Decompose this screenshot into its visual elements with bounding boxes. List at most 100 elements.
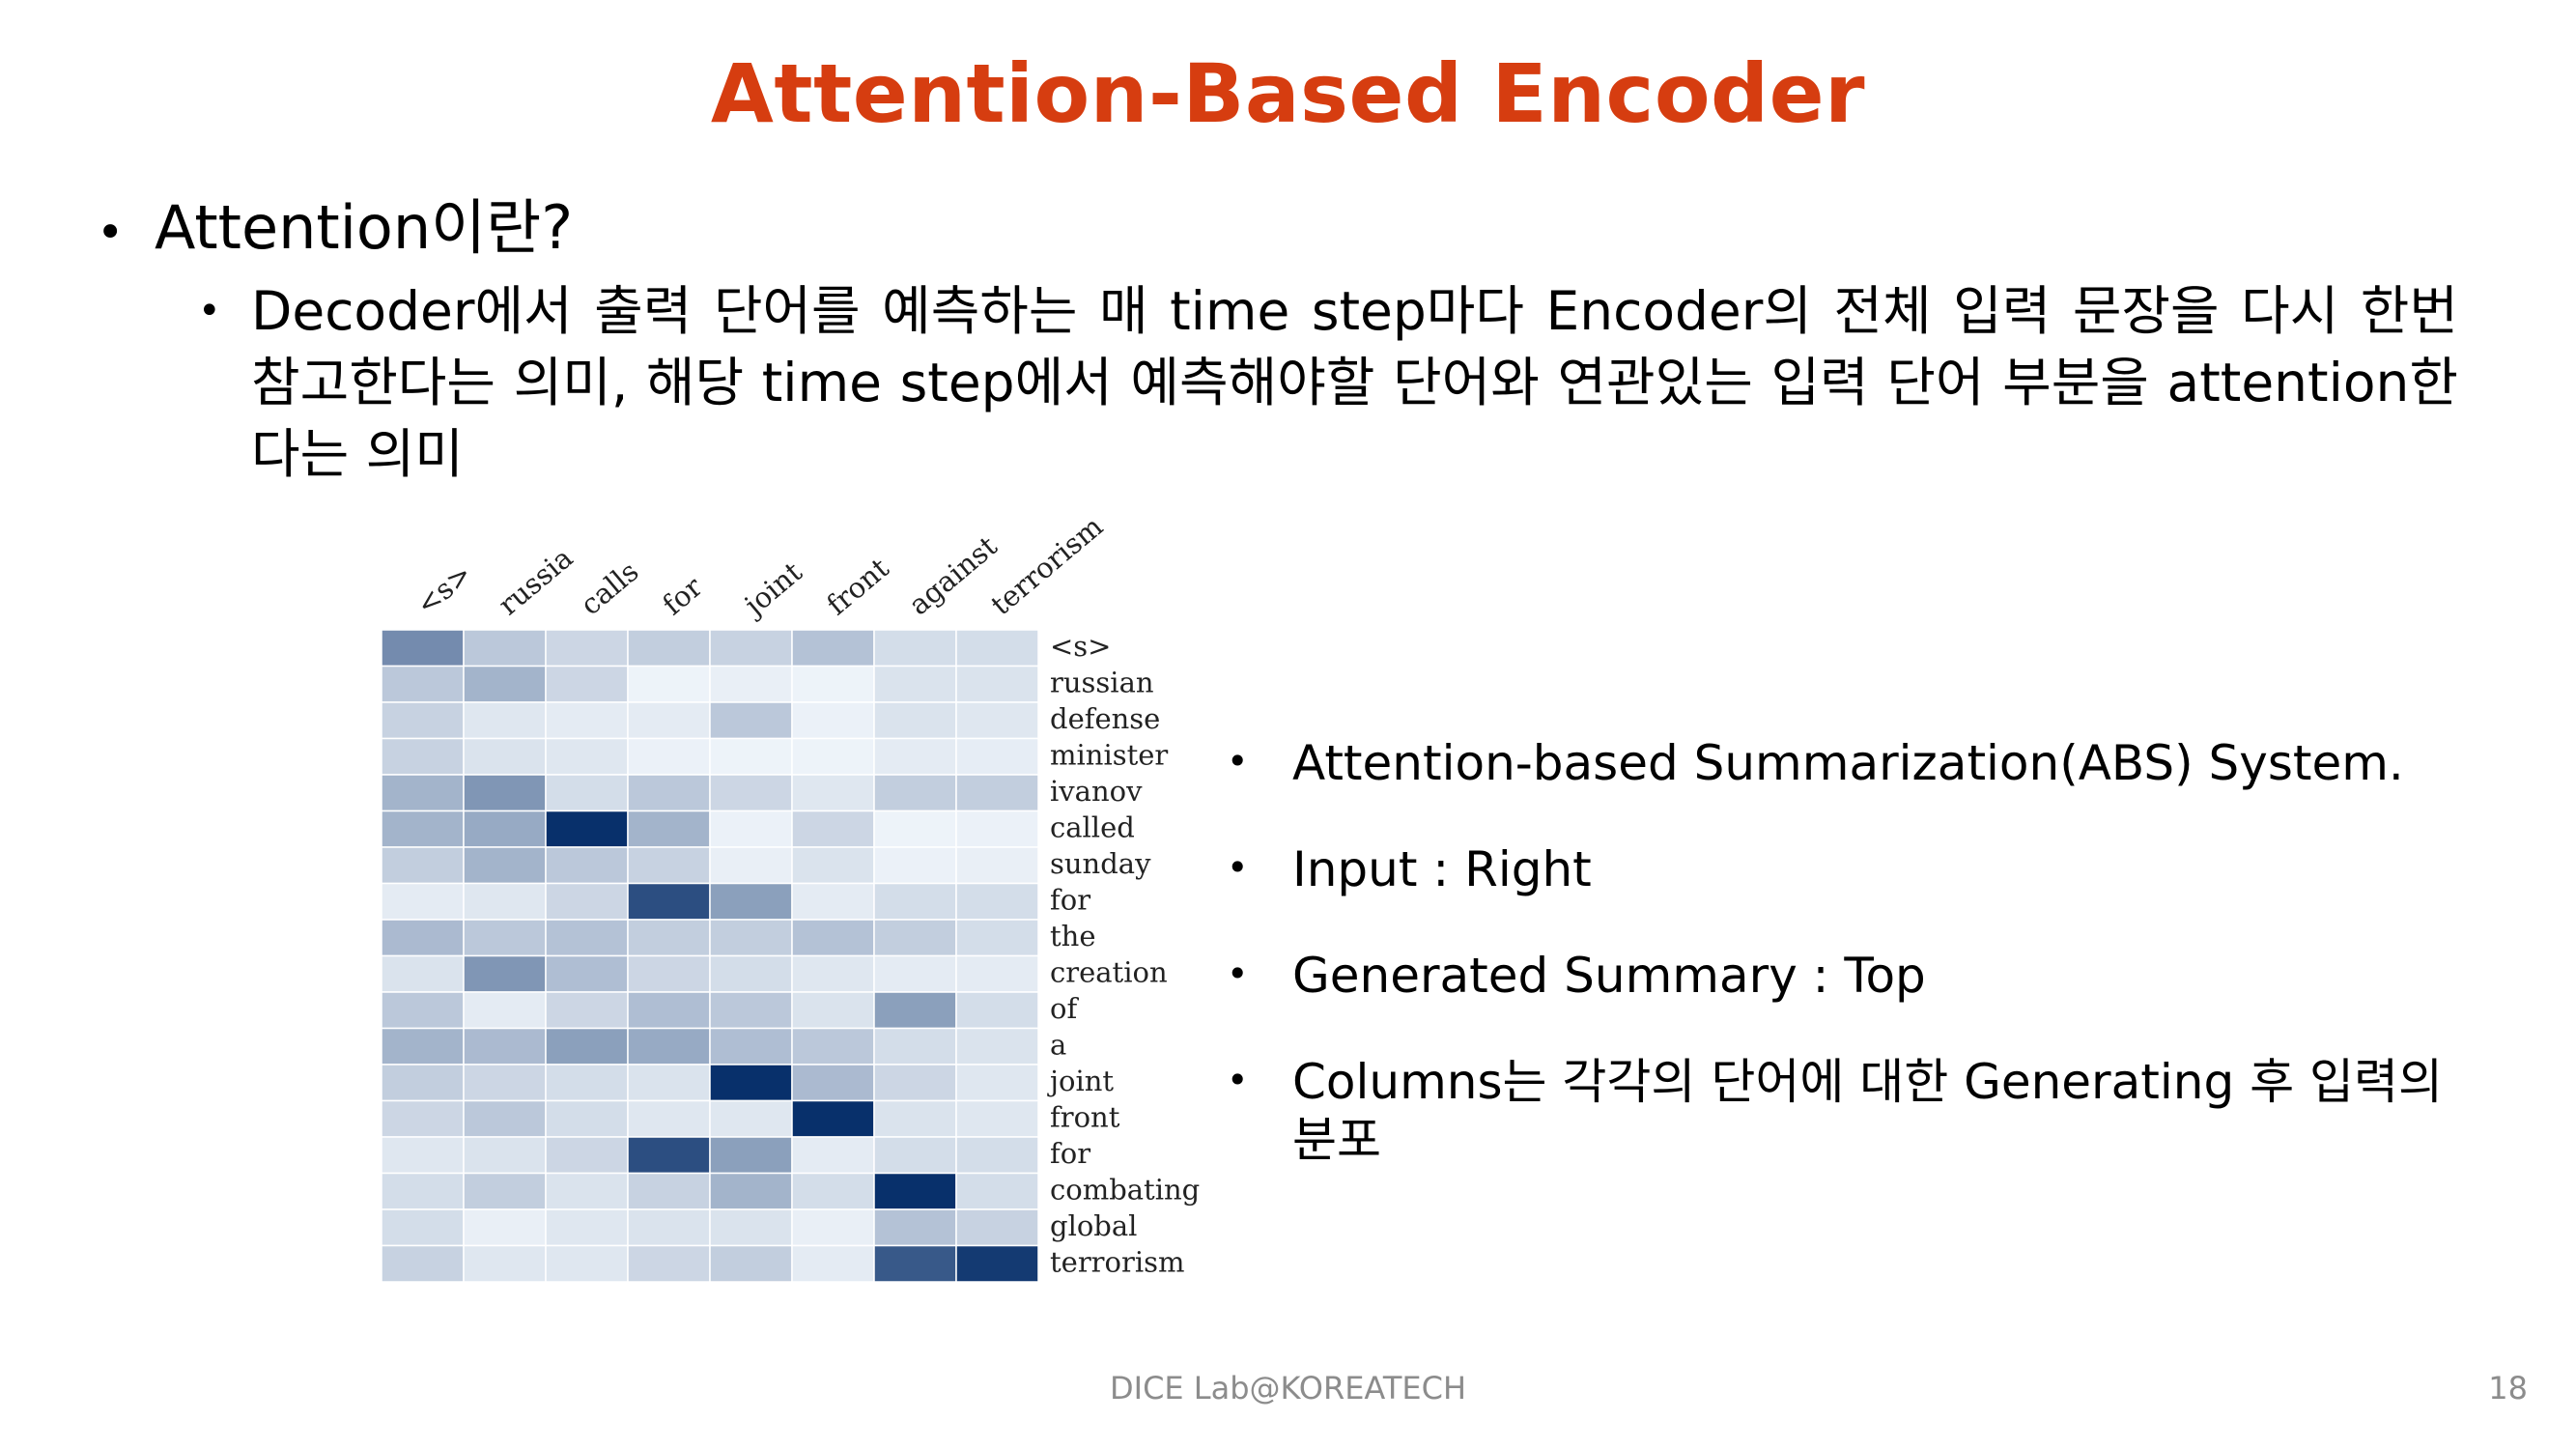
heatmap-cell xyxy=(463,919,547,957)
heatmap-cell xyxy=(955,665,1039,703)
heatmap-cell xyxy=(627,701,711,740)
heatmap-cell xyxy=(463,882,547,921)
heatmap-cell xyxy=(627,1064,711,1102)
heatmap-cell xyxy=(545,737,629,776)
heatmap-cell xyxy=(873,737,957,776)
heatmap-cell xyxy=(545,991,629,1030)
side-bullet-item: • Attention-based Summarization(ABS) Sys… xyxy=(1227,734,2482,792)
heatmap-cell xyxy=(463,1172,547,1210)
heatmap-cell xyxy=(709,1172,793,1210)
heatmap-cell xyxy=(709,774,793,812)
bullet-level2: • Decoder에서 출력 단어를 예측하는 매 time step마다 En… xyxy=(198,275,2458,490)
heatmap-cell xyxy=(955,737,1039,776)
heatmap-cell xyxy=(791,1027,875,1065)
heatmap-cell xyxy=(873,1027,957,1065)
heatmap-cell xyxy=(791,1208,875,1247)
heatmap-cell xyxy=(381,774,465,812)
heatmap-cell xyxy=(545,1064,629,1102)
heatmap-cell xyxy=(545,882,629,921)
heatmap-cell xyxy=(463,1027,547,1065)
side-bullet-item: • Columns는 각각의 단어에 대한 Generating 후 입력의 분… xyxy=(1227,1053,2482,1169)
heatmap-cell xyxy=(463,774,547,812)
heatmap-cell xyxy=(955,919,1039,957)
heatmap-cell xyxy=(627,665,711,703)
heatmap-cell xyxy=(627,991,711,1030)
heatmap-row-label: terrorism xyxy=(1050,1246,1185,1279)
side-bullet-list: • Attention-based Summarization(ABS) Sys… xyxy=(1227,734,2482,1217)
heatmap-cell xyxy=(955,1064,1039,1102)
heatmap-cell xyxy=(791,629,875,668)
heatmap-cell xyxy=(463,1244,547,1283)
heatmap-cell xyxy=(381,1136,465,1175)
heatmap-row-label: global xyxy=(1050,1209,1137,1242)
heatmap-column-label: for xyxy=(656,570,708,621)
heatmap-cell xyxy=(381,1027,465,1065)
heatmap-cell xyxy=(381,882,465,921)
heatmap-row-label: a xyxy=(1050,1029,1066,1062)
heatmap-cell xyxy=(709,629,793,668)
bullet-level1-text: Attention이란? xyxy=(155,192,574,263)
heatmap-cell xyxy=(545,1027,629,1065)
heatmap-cell xyxy=(463,1208,547,1247)
heatmap-cell xyxy=(873,1136,957,1175)
heatmap-cell xyxy=(545,1099,629,1138)
heatmap-cell xyxy=(709,1208,793,1247)
heatmap-cell xyxy=(791,882,875,921)
slide-title: Attention-Based Encoder xyxy=(710,46,1866,141)
side-bullet-item: • Input : Right xyxy=(1227,840,2482,898)
bullet-level2-text: Decoder에서 출력 단어를 예측하는 매 time step마다 Enco… xyxy=(251,280,2458,485)
heatmap-cell xyxy=(955,1208,1039,1247)
heatmap-row-label: for xyxy=(1050,1137,1090,1170)
heatmap-cell xyxy=(873,919,957,957)
heatmap-cell xyxy=(381,1064,465,1102)
side-bullet-text: Columns는 각각의 단어에 대한 Generating 후 입력의 분포 xyxy=(1292,1054,2443,1168)
heatmap-cell xyxy=(627,846,711,885)
heatmap-cell xyxy=(955,701,1039,740)
heatmap-cell xyxy=(627,1136,711,1175)
heatmap-column-label: front xyxy=(820,552,895,622)
heatmap-cell xyxy=(381,1099,465,1138)
heatmap-column-label: terrorism xyxy=(984,510,1109,622)
heatmap-cell xyxy=(873,629,957,668)
heatmap-cell xyxy=(627,737,711,776)
heatmap-cell xyxy=(381,846,465,885)
bullet-dot: • xyxy=(198,289,221,333)
heatmap-cell xyxy=(791,665,875,703)
side-bullet-item: • Generated Summary : Top xyxy=(1227,947,2482,1005)
heatmap-cell xyxy=(627,1027,711,1065)
heatmap-cell xyxy=(381,737,465,776)
heatmap-cell xyxy=(709,846,793,885)
heatmap-cell xyxy=(955,846,1039,885)
heatmap-cell xyxy=(381,1244,465,1283)
heatmap-cell xyxy=(463,665,547,703)
bullet-dot: • xyxy=(97,206,125,260)
heatmap-cell xyxy=(545,1208,629,1247)
heatmap-row-label: russian xyxy=(1050,667,1154,699)
heatmap-cell xyxy=(545,629,629,668)
heatmap-column-label: against xyxy=(902,529,1004,621)
heatmap-cell xyxy=(627,810,711,848)
heatmap-cell xyxy=(463,954,547,993)
heatmap-cell xyxy=(545,810,629,848)
heatmap-cell xyxy=(381,665,465,703)
heatmap-cell xyxy=(463,846,547,885)
side-bullet-text: Attention-based Summarization(ABS) Syste… xyxy=(1292,735,2404,791)
heatmap-cell xyxy=(791,954,875,993)
heatmap-cell xyxy=(873,1099,957,1138)
heatmap-cell xyxy=(709,737,793,776)
heatmap-row-label: ivanov xyxy=(1050,775,1143,808)
heatmap-cell xyxy=(381,629,465,668)
heatmap-row-label: <s> xyxy=(1050,630,1111,663)
heatmap-cell xyxy=(545,954,629,993)
heatmap-cell xyxy=(873,991,957,1030)
heatmap-cell xyxy=(627,1208,711,1247)
heatmap-cell xyxy=(955,629,1039,668)
bullet-dot: • xyxy=(1227,846,1249,889)
heatmap-cell xyxy=(873,1172,957,1210)
heatmap-cell xyxy=(791,991,875,1030)
heatmap-cell xyxy=(873,846,957,885)
heatmap-cell xyxy=(545,774,629,812)
heatmap-cell xyxy=(627,1172,711,1210)
heatmap-cell xyxy=(463,1064,547,1102)
heatmap-row-label: minister xyxy=(1050,739,1168,772)
